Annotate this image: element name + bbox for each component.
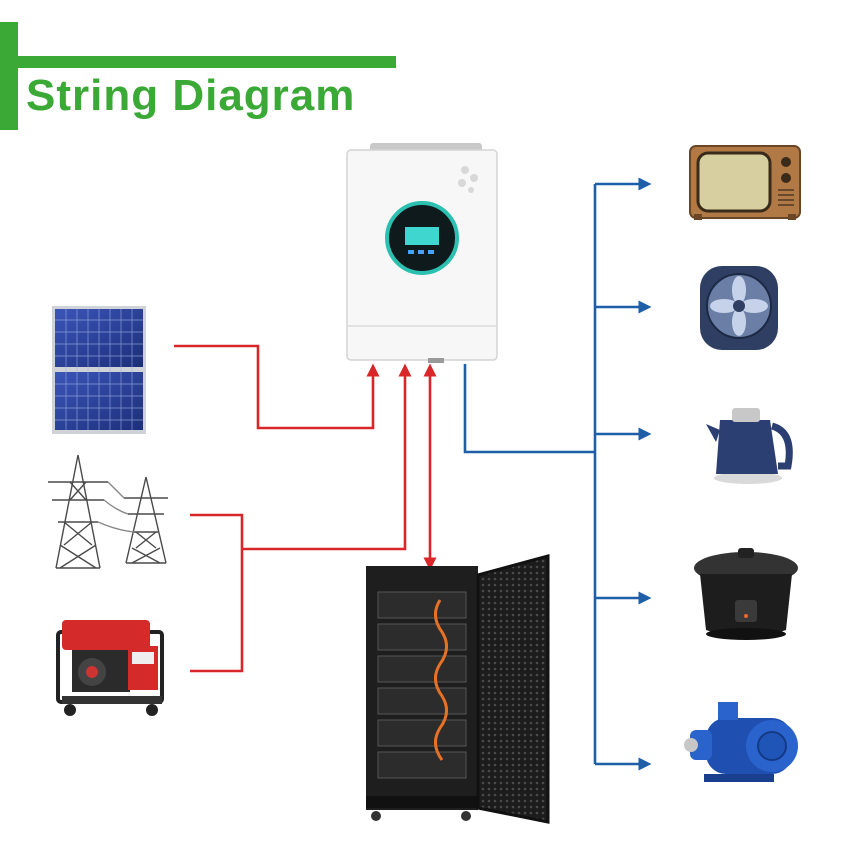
page-title: String Diagram [26,71,356,120]
grid-to-inverter-wire [242,363,412,551]
inverter-output-wire [463,364,595,454]
solar-panel-icon [52,306,146,434]
title-accent-vertical [0,22,18,130]
title-accent-horizontal [18,56,396,68]
electric-kettle-icon [706,408,793,484]
grid-bus-wire [190,513,244,673]
hybrid-solar-inverter-icon [346,143,498,363]
desk-fan-icon [700,266,778,350]
output-wiring [463,177,652,771]
input-wiring [174,344,437,673]
solar-to-inverter-wire [174,344,380,430]
battery-rack-cabinet-icon [366,554,550,824]
television-icon [689,145,801,220]
water-pump-icon [684,702,798,782]
diesel-generator-icon [56,620,164,716]
power-grid-tower-icon [48,454,168,569]
rice-cooker-icon [694,548,798,640]
